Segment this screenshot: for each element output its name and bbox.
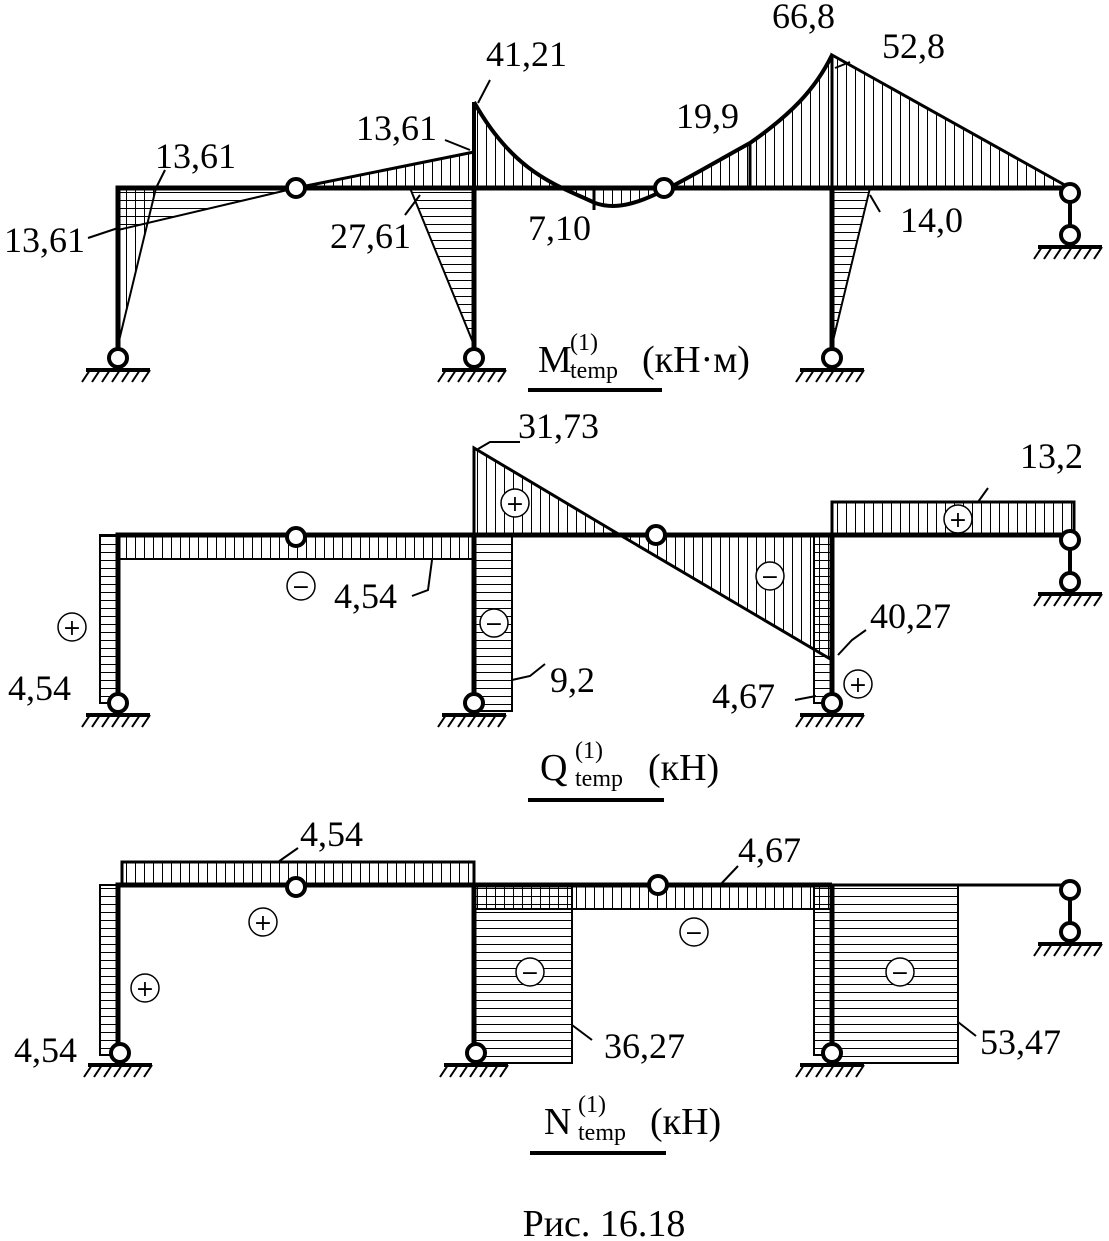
q-sign-col2: −	[485, 612, 503, 637]
figure-caption: Рис. 16.18	[523, 1203, 686, 1241]
q-span-neg	[614, 533, 834, 663]
m-label-col2-top: 41,21	[486, 34, 567, 74]
n-label-col1: 4,54	[14, 1030, 77, 1070]
svg-text:(1): (1)	[578, 1092, 606, 1118]
q-signs: + − − + − + +	[57, 488, 973, 699]
q-label-beam-right-end: 40,27	[870, 596, 951, 636]
n-hinge-1	[285, 876, 307, 898]
q-sign-beam-left: −	[292, 575, 310, 600]
m-beam-mid-area	[295, 150, 476, 190]
q-span-pos	[472, 445, 626, 537]
svg-text:(кН): (кН)	[650, 1101, 721, 1143]
shear-diagram: + − − + − + + 4,54 4,54 31,73 9,2 40,27 …	[8, 406, 1104, 802]
n-label-col3: 53,47	[980, 1022, 1061, 1062]
q-sign-span-pos: +	[506, 492, 524, 517]
n-roller	[1032, 879, 1104, 958]
m-label-mid-span: 7,10	[528, 208, 591, 248]
m-support-2	[436, 347, 508, 384]
n-frame	[115, 882, 835, 1055]
m-beam-left-area	[117, 187, 297, 232]
q-hinge-1	[285, 526, 307, 548]
m-diagram-title: M (1) temp (кН·м)	[528, 330, 750, 392]
m-label-right-span: 19,9	[676, 96, 739, 136]
m-label-beam-col2: 13,61	[356, 108, 437, 148]
svg-text:(кН·м): (кН·м)	[642, 339, 750, 381]
m-roller	[1032, 182, 1104, 261]
svg-text:(1): (1)	[575, 738, 603, 764]
m-col3-area	[831, 187, 872, 346]
m-label-left-inner: 13,61	[155, 136, 236, 176]
n-sign-beam-mid: −	[685, 921, 703, 946]
q-col3-area	[813, 534, 833, 704]
svg-text:temp: temp	[570, 358, 618, 384]
m-hinge-1	[285, 177, 307, 199]
n-col3-left-area	[813, 884, 833, 1056]
q-label-col2-top: 31,73	[518, 406, 599, 446]
m-support-1	[80, 347, 152, 384]
normal-force-diagram: + + − − − 4,54 4,54 4,67 36,27 53,47 N (…	[14, 814, 1104, 1155]
svg-text:M: M	[538, 339, 572, 381]
svg-text:N: N	[544, 1101, 571, 1143]
n-hinge-2	[647, 874, 669, 896]
n-label-col2: 36,27	[604, 1026, 685, 1066]
moment-diagram: 13,61 13,61 13,61 41,21 27,61 7,10 19,9 …	[4, 0, 1104, 392]
q-sign-right-beam: +	[949, 508, 967, 533]
m-label-col2-hatched: 27,61	[330, 216, 411, 256]
svg-text:(1): (1)	[570, 330, 598, 356]
m-col2-area	[408, 187, 475, 346]
n-sign-col3: −	[891, 961, 909, 986]
n-sign-beam-left: +	[254, 911, 272, 936]
m-label-peak: 66,8	[772, 0, 835, 36]
n-sign-col2: −	[521, 961, 539, 986]
svg-text:Q: Q	[540, 747, 567, 789]
q-label-col1: 4,54	[8, 668, 71, 708]
q-diagram-title: Q (1) temp (кН)	[528, 738, 719, 802]
q-col1-area	[99, 534, 119, 704]
m-label-left-outer: 13,61	[4, 220, 85, 260]
q-sign-col1: +	[63, 616, 81, 641]
m-frame	[115, 185, 1070, 358]
n-support-1	[82, 1042, 154, 1079]
svg-text:temp: temp	[575, 766, 623, 792]
q-frame	[115, 532, 1070, 703]
m-hinge-2	[653, 177, 675, 199]
n-sign-col1: +	[136, 977, 154, 1002]
n-label-beam-left: 4,54	[300, 814, 363, 854]
n-col1-area	[99, 884, 119, 1056]
q-label-col2: 9,2	[550, 660, 595, 700]
q-roller	[1032, 529, 1104, 608]
q-hinge-2	[645, 524, 667, 546]
n-signs: + + − − −	[130, 907, 915, 1003]
svg-text:temp: temp	[578, 1120, 626, 1146]
q-support-3	[794, 692, 866, 729]
m-right-triangle	[830, 52, 1076, 190]
m-parabola-curve	[472, 54, 834, 208]
n-diagram-title: N (1) temp (кН)	[530, 1092, 721, 1155]
svg-text:(кН): (кН)	[648, 747, 719, 789]
m-support-3	[794, 347, 866, 384]
m-parabola-area	[474, 55, 832, 206]
q-sign-col3: +	[849, 673, 867, 698]
m-label-col3-top-right: 52,8	[882, 26, 945, 66]
q-support-1	[80, 692, 152, 729]
q-label-beam-left: 4,54	[334, 576, 397, 616]
q-label-col3: 4,67	[712, 676, 775, 716]
q-label-right-beam: 13,2	[1020, 436, 1083, 476]
n-label-beam-mid: 4,67	[738, 830, 801, 870]
q-sign-span-neg: −	[761, 565, 779, 590]
m-label-col3-lower: 14,0	[900, 200, 963, 240]
